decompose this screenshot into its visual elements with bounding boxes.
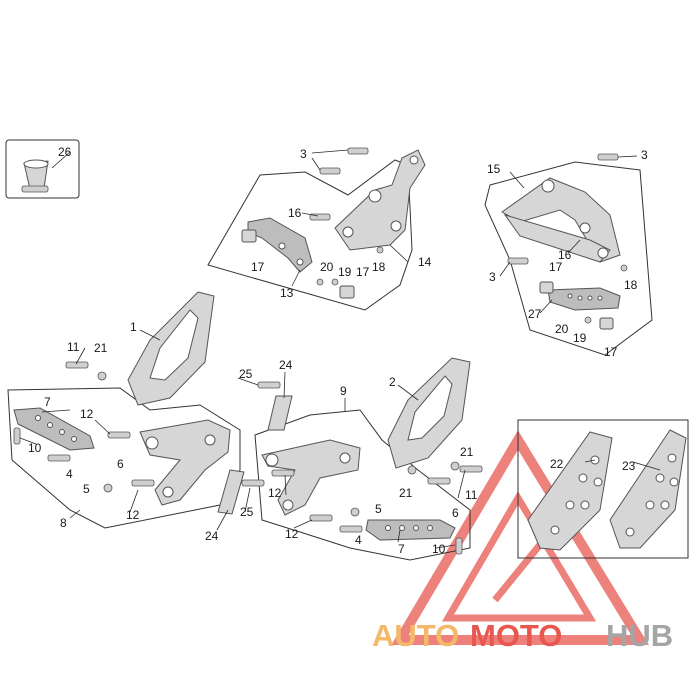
rear-left-peg-13 (241, 213, 355, 299)
fasteners (13, 147, 628, 555)
callout-25-lower: 25 (240, 505, 254, 519)
callout-16-right: 16 (558, 248, 572, 262)
callout-19-right: 19 (573, 331, 587, 345)
callout-14: 14 (418, 255, 432, 269)
callout-15: 15 (487, 162, 501, 176)
bushing-26 (21, 159, 49, 193)
callout-21-b: 21 (460, 445, 474, 459)
callout-27: 27 (528, 307, 542, 321)
callout-3-lower: 3 (489, 270, 496, 284)
callout-12-c: 12 (268, 486, 282, 500)
callout-9: 9 (340, 384, 347, 398)
watermark-hub: HUB (606, 618, 673, 653)
callout-3-left: 3 (300, 147, 307, 161)
callout-18-right: 18 (624, 278, 638, 292)
callout-1: 1 (130, 320, 137, 334)
frame-rear-left-bracket (207, 159, 413, 311)
link-24-lower (217, 469, 245, 515)
callout-17-a: 17 (251, 260, 265, 274)
callout-16-left: 16 (288, 206, 302, 220)
callout-12-d: 12 (285, 527, 299, 541)
callout-21-a: 21 (94, 341, 108, 355)
callout-17-d: 17 (604, 345, 618, 359)
frame-rear-right-bracket (484, 161, 653, 356)
callout-12-a: 12 (80, 407, 94, 421)
callout-7-right: 7 (398, 542, 405, 556)
callout-11-right: 11 (465, 488, 478, 502)
frame-bushing (5, 139, 80, 199)
callout-6-right: 6 (452, 506, 459, 520)
callout-labels: 26 1 2 3 3 3 4 4 5 5 6 6 7 7 8 9 10 10 1… (28, 145, 648, 556)
callout-20-right: 20 (555, 322, 569, 336)
callout-6-left: 6 (117, 457, 124, 471)
plate-23 (609, 429, 687, 549)
watermark-moto: MOTO (470, 618, 562, 653)
callout-25-upper: 25 (239, 367, 253, 381)
callout-5-left: 5 (83, 482, 90, 496)
heel-guard-1 (127, 291, 215, 406)
link-24-upper (267, 395, 293, 431)
frame-front-right (254, 409, 471, 561)
callout-18-left: 18 (372, 260, 386, 274)
callout-22: 22 (550, 457, 564, 471)
callout-24-lower: 24 (205, 529, 219, 543)
callout-20-left: 20 (320, 260, 334, 274)
callout-11-left: 11 (67, 340, 80, 354)
callout-23: 23 (622, 459, 636, 473)
callout-10-left: 10 (28, 441, 42, 455)
frame-plates (517, 419, 689, 559)
callout-24-upper: 24 (279, 358, 293, 372)
callout-12-b: 12 (126, 508, 140, 522)
callout-26: 26 (58, 145, 72, 159)
callout-19-left: 19 (338, 265, 352, 279)
callout-10-right: 10 (432, 542, 446, 556)
callout-7-left: 7 (44, 395, 51, 409)
callout-17-b: 17 (356, 265, 370, 279)
front-left-peg-7 (13, 407, 95, 451)
callout-4-right: 4 (355, 533, 362, 547)
front-right-bracket-9 (261, 439, 361, 516)
front-right-peg-7 (365, 519, 456, 541)
callout-17-c: 17 (549, 260, 563, 274)
callout-21-c: 21 (399, 486, 413, 500)
rear-right-bracket-15 (501, 177, 621, 263)
callout-3-right: 3 (641, 148, 648, 162)
callout-13: 13 (280, 286, 294, 300)
watermark-logo: AUTO MOTO HUB (372, 618, 673, 653)
heel-guard-2 (387, 357, 471, 469)
front-left-bracket-8 (139, 419, 231, 506)
plate-22 (527, 431, 613, 551)
leader-lines (19, 149, 661, 549)
callout-2: 2 (389, 375, 396, 389)
watermark-auto: AUTO (372, 618, 459, 653)
callout-8: 8 (60, 516, 67, 530)
rear-right-peg-27 (539, 281, 621, 330)
rear-left-bracket-14 (334, 149, 426, 251)
callout-4-left: 4 (66, 467, 73, 481)
callout-5-right: 5 (375, 502, 382, 516)
